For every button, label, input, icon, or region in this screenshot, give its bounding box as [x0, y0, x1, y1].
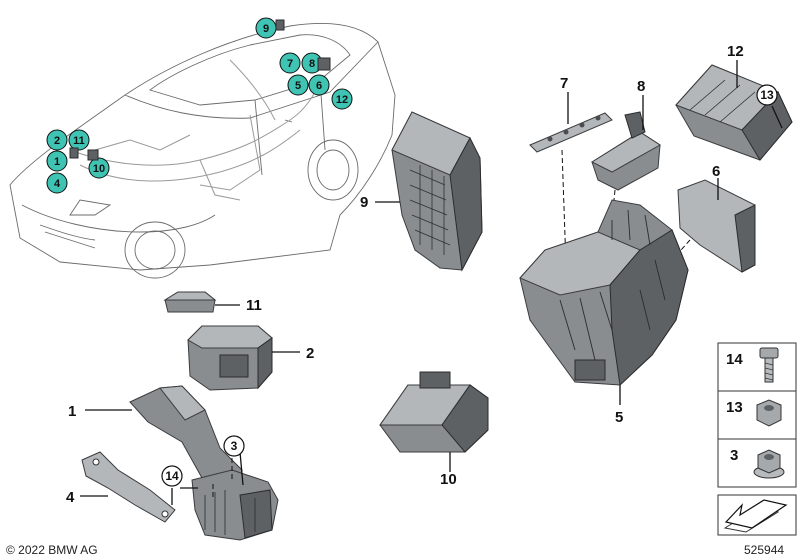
callout-3: 3 [231, 439, 238, 453]
callout-6: 6 [712, 163, 720, 180]
hardware-table: 14 13 3 [717, 342, 797, 536]
callout-1: 1 [68, 403, 76, 420]
car-marker-7[interactable]: 7 [279, 52, 301, 74]
car-marker-9[interactable]: 9 [255, 17, 277, 39]
svg-text:1: 1 [54, 156, 60, 168]
callout-14-ring [161, 465, 183, 487]
svg-text:7: 7 [287, 58, 293, 70]
part-8-cover[interactable] [590, 111, 661, 191]
car-marker-8[interactable]: 8 [301, 52, 323, 74]
copyright-text: © 2022 BMW AG [6, 543, 98, 557]
dashed-guide-7 [561, 149, 567, 266]
wiring-harness [69, 59, 321, 201]
car-marker-4[interactable]: 4 [46, 172, 68, 194]
diagram-number: 525944 [744, 543, 784, 557]
svg-text:11: 11 [73, 135, 85, 147]
car-marker-5[interactable]: 5 [287, 74, 309, 96]
dashed-guide-6 [671, 239, 691, 261]
arrow-symbol-icon [723, 499, 788, 533]
hardware-label-14: 14 [726, 351, 743, 368]
dashed-guide-3-14 [212, 458, 233, 500]
car-marker-11[interactable]: 11 [68, 129, 90, 151]
svg-text:8: 8 [309, 58, 315, 70]
callout-4: 4 [66, 489, 75, 506]
part-6-support-bracket[interactable] [677, 179, 756, 273]
svg-text:10: 10 [93, 163, 105, 175]
part-5-main-carrier[interactable] [519, 199, 689, 387]
callout-11: 11 [246, 297, 262, 314]
part-bracket-assembly[interactable] [191, 469, 279, 541]
callout-2: 2 [306, 345, 314, 362]
callout-12: 12 [727, 43, 744, 60]
part-11-cover[interactable] [163, 291, 217, 313]
callout-13-ring [756, 84, 778, 106]
callout-3-ring [223, 435, 245, 457]
svg-text:6: 6 [316, 80, 322, 92]
car-marker-2[interactable]: 2 [46, 129, 68, 151]
svg-text:12: 12 [336, 94, 348, 106]
leader-3 [239, 451, 244, 486]
callout-9: 9 [360, 194, 368, 211]
car-part-10-hint [87, 149, 99, 161]
callout-14: 14 [165, 469, 179, 483]
hardware-label-13: 13 [726, 399, 743, 416]
car-part-9-hint [275, 19, 285, 31]
part-4-mounting-plate[interactable] [81, 451, 176, 523]
callout-8: 8 [637, 78, 645, 95]
car-marker-12[interactable]: 12 [331, 88, 353, 110]
hardware-row-14[interactable] [717, 342, 797, 392]
part-2-control-unit-housing[interactable] [187, 325, 273, 391]
vehicle-outline [9, 22, 396, 279]
hardware-label-3: 3 [730, 447, 738, 464]
car-marker-6[interactable]: 6 [308, 74, 330, 96]
callout-7: 7 [560, 75, 568, 92]
car-marker-10[interactable]: 10 [88, 157, 110, 179]
svg-text:4: 4 [54, 178, 61, 190]
callout-10: 10 [440, 471, 457, 488]
part-7-fuse-strip[interactable] [529, 112, 613, 153]
bolt-icon [759, 347, 779, 383]
car-part-rear-box-hint [317, 57, 331, 71]
car-part-front-box-hint [69, 147, 79, 159]
leader-13 [771, 105, 783, 129]
part-9-power-distribution-module[interactable] [391, 111, 483, 272]
nut-icon [756, 399, 782, 427]
svg-text:5: 5 [295, 80, 301, 92]
callout-13: 13 [760, 88, 774, 102]
car-marker-1[interactable]: 1 [46, 150, 68, 172]
svg-text:2: 2 [54, 135, 60, 147]
svg-text:9: 9 [263, 23, 269, 35]
flange-nut-icon [753, 449, 785, 479]
part-10-relay-module[interactable] [379, 371, 489, 453]
callout-5: 5 [615, 409, 623, 426]
hardware-row-3[interactable] [717, 438, 797, 488]
